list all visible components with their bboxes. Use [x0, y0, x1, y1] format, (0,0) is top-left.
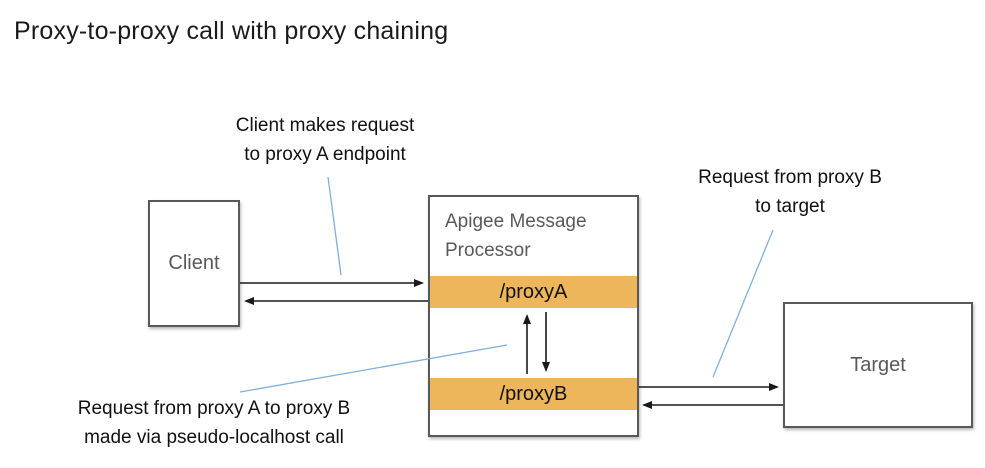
- proxy-a-endpoint-bar: /proxyA: [430, 276, 637, 308]
- annotation-proxy-a-to-proxy-b: Request from proxy A to proxy B made via…: [77, 398, 351, 448]
- proxy-b-endpoint-bar: /proxyB: [430, 378, 637, 410]
- leader-line-client-request: [327, 176, 342, 276]
- annotation-proxy-b-to-target: Request from proxy B to target: [698, 167, 882, 217]
- proxy-a-label: /proxyA: [499, 280, 568, 303]
- message-processor-label: Apigee Message Processor: [445, 211, 587, 261]
- target-label: Target: [850, 353, 906, 376]
- annotation-client-request: Client makes request to proxy A endpoint: [235, 115, 415, 165]
- target-box: Target: [783, 302, 973, 428]
- leader-line-proxy-b-to-target: [712, 229, 774, 378]
- proxy-b-label: /proxyB: [499, 382, 568, 405]
- client-box: Client: [148, 200, 240, 327]
- message-processor-box: Apigee Message Processor /proxyA /proxyB: [428, 195, 639, 437]
- diagram-title: Proxy-to-proxy call with proxy chaining: [14, 17, 449, 45]
- client-label: Client: [168, 252, 220, 274]
